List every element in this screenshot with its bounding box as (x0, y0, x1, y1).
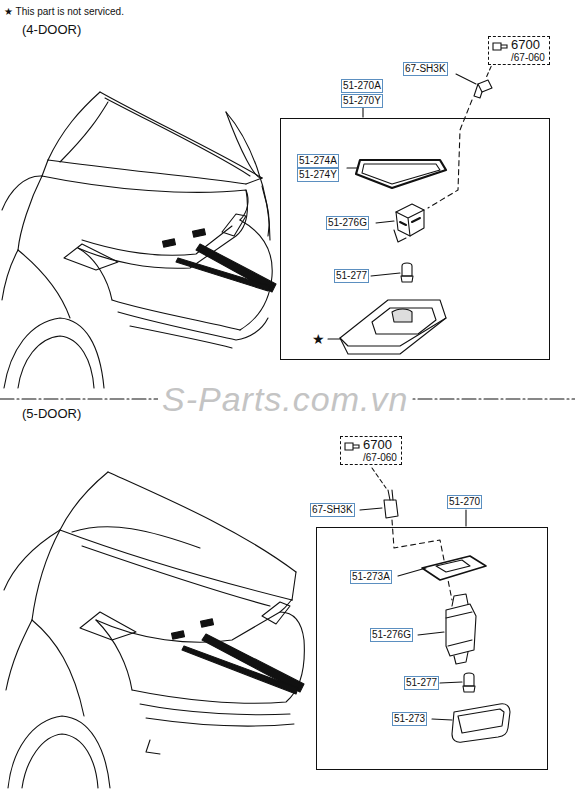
star-mark: ★ (312, 332, 325, 346)
part-number: 51-276G (370, 628, 413, 642)
hatchback-car (4, 472, 304, 788)
reference-page: /67-060 (511, 52, 545, 63)
part-number: 51-270 (447, 495, 482, 509)
part-number: 51-277 (334, 269, 369, 283)
bulb-socket (394, 204, 424, 242)
connector (384, 490, 398, 518)
gasket (422, 556, 486, 580)
connector (474, 80, 492, 98)
leader-line (398, 568, 426, 576)
reference-box: 6700/67-060 (340, 436, 402, 465)
leader-line (440, 682, 462, 683)
leader-line (432, 719, 452, 720)
part-number: 67-SH3K (310, 503, 355, 517)
reference-box: 6700/67-060 (488, 36, 550, 65)
bulb (401, 263, 413, 282)
wire (392, 520, 452, 600)
reference-number: 6700 (511, 38, 545, 52)
lens (452, 704, 510, 742)
leader-line (347, 167, 358, 168)
part-number: 51-270A (341, 79, 383, 93)
leader-line (456, 74, 476, 84)
section-heading: (4-DOOR) (22, 22, 81, 37)
leader-line (418, 632, 444, 635)
leader-line (360, 508, 382, 510)
reference-page: /67-060 (363, 452, 397, 463)
part-number: 51-270Y (341, 94, 383, 108)
bulb-socket (446, 594, 476, 664)
lamp-housing (340, 300, 446, 354)
wire (428, 100, 472, 208)
part-number: 51-273A (350, 570, 392, 584)
leader-line (465, 510, 466, 526)
leader-line (328, 338, 340, 339)
reference-number: 6700 (363, 438, 397, 452)
part-number: 51-274Y (297, 168, 339, 182)
sedan-car (2, 92, 276, 388)
leader-line (376, 221, 394, 223)
part-group-box: 51-270 (316, 527, 548, 770)
part-number: 67-SH3K (403, 62, 448, 76)
connector-icon (491, 39, 509, 53)
gasket (356, 160, 446, 188)
leader-line (372, 468, 386, 488)
part-number: 51-273 (392, 712, 427, 726)
leader-line (371, 273, 400, 276)
note: ★ This part is not serviced. (4, 6, 124, 18)
connector-icon (343, 439, 361, 453)
part-number: 51-277 (404, 676, 439, 690)
watermark: S-Parts.com.vn (158, 381, 412, 417)
part-number: 51-276G (326, 216, 369, 230)
part-number: 51-274A (297, 154, 339, 168)
bulb (463, 673, 475, 692)
section-heading: (5-DOOR) (22, 406, 81, 421)
